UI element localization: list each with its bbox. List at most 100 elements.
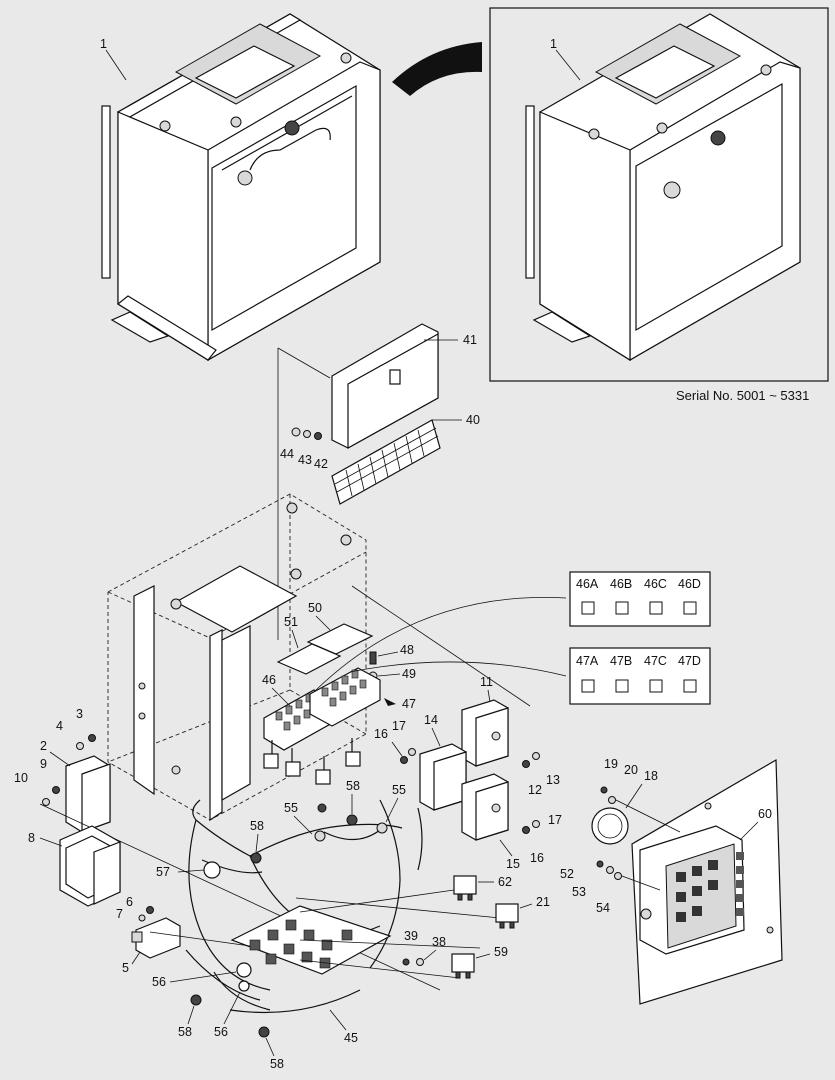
washer-44 [291, 427, 301, 437]
fuse-46b-label: 46B [610, 577, 632, 591]
callout-59: 59 [494, 945, 508, 959]
module-8 [59, 825, 121, 907]
fuse-46a-label: 46A [576, 577, 599, 591]
callout-16b: 16 [530, 851, 544, 865]
fuse-46c-label: 46C [644, 577, 667, 591]
callout-38: 38 [432, 935, 446, 949]
callout-19: 19 [604, 757, 618, 771]
callout-9: 9 [40, 757, 47, 771]
fuse-icon [581, 601, 697, 615]
bolt-48 [369, 651, 377, 665]
callout-5: 5 [122, 961, 129, 975]
callout-8: 8 [28, 831, 35, 845]
label-51 [276, 643, 342, 675]
callout-41: 41 [463, 333, 477, 347]
fuse-47b-label: 47B [610, 654, 632, 668]
callout-58a: 58 [250, 819, 264, 833]
callout-44: 44 [280, 447, 294, 461]
callout-16a: 16 [374, 727, 388, 741]
callout-56b: 56 [214, 1025, 228, 1039]
callout-51: 51 [284, 615, 298, 629]
washer-43 [303, 430, 311, 438]
callout-14: 14 [424, 713, 438, 727]
wire-connectors [263, 738, 361, 785]
buzzer-18 [591, 807, 629, 845]
fuse-46d-label: 46D [678, 577, 701, 591]
callout-55a: 55 [284, 801, 298, 815]
wiring-harness-45 [185, 799, 423, 1014]
callout-53: 53 [572, 885, 586, 899]
callout-15: 15 [506, 857, 520, 871]
callout-42: 42 [314, 457, 328, 471]
callout-6: 6 [126, 895, 133, 909]
callout-56a: 56 [152, 975, 166, 989]
callout-10: 10 [14, 771, 28, 785]
bolt-42 [314, 432, 322, 440]
callout-21: 21 [536, 895, 550, 909]
serial-note: Serial No. 5001 ~ 5331 [676, 388, 809, 403]
fuse-box-47 [309, 667, 381, 727]
connector-5 [131, 917, 181, 959]
callout-4: 4 [56, 719, 63, 733]
callout-17a: 17 [392, 719, 406, 733]
callout-58c: 58 [178, 1025, 192, 1039]
callout-62: 62 [498, 875, 512, 889]
callout-52: 52 [560, 867, 574, 881]
relay-62 [453, 875, 477, 901]
callout-2: 2 [40, 739, 47, 753]
callout-7: 7 [116, 907, 123, 921]
vent-icon [663, 181, 681, 199]
lower-cabinet-panels [133, 502, 352, 822]
callout-55b: 55 [392, 783, 406, 797]
fuse-47a-label: 47A [576, 654, 599, 668]
callout-12: 12 [528, 783, 542, 797]
control-box-cabinet-variant [525, 13, 801, 362]
knob-icon [284, 120, 300, 136]
fuse-47c-label: 47C [644, 654, 667, 668]
callout-3: 3 [76, 707, 83, 721]
callout-47: 47 [402, 697, 416, 711]
relay-59 [451, 953, 475, 979]
callout-46: 46 [262, 673, 276, 687]
callout-48: 48 [400, 643, 414, 657]
vent-icon [237, 170, 253, 186]
relay-15 [461, 773, 509, 841]
callout-54: 54 [596, 901, 610, 915]
callout-39: 39 [404, 929, 418, 943]
callout-17b: 17 [548, 813, 562, 827]
bracket-41 [331, 323, 439, 450]
fuse-set-47-box: 47A 47B 47C 47D [569, 647, 711, 705]
fuse-icon [581, 679, 697, 693]
callout-20: 20 [624, 763, 638, 777]
callout-1: 1 [100, 37, 107, 51]
relay-14 [419, 743, 467, 811]
callout-58b: 58 [346, 779, 360, 793]
knob-icon [710, 130, 726, 146]
callout-50: 50 [308, 601, 322, 615]
relay-11 [461, 699, 509, 767]
callout-45: 45 [344, 1031, 358, 1045]
inset-frame [489, 7, 829, 382]
fuse-47d-label: 47D [678, 654, 701, 668]
variant-arrow [392, 42, 482, 96]
callout-60: 60 [758, 807, 772, 821]
callout-57: 57 [156, 865, 170, 879]
callout-49: 49 [402, 667, 416, 681]
control-box-cabinet [101, 13, 381, 362]
grommet-57 [203, 861, 221, 879]
callout-18: 18 [644, 769, 658, 783]
unit-2 [65, 755, 111, 833]
callout-43: 43 [298, 453, 312, 467]
controller-plate-60 [631, 758, 783, 1005]
fuse-set-46-box: 46A 46B 46C 46D [569, 571, 711, 627]
filter-40 [331, 419, 441, 505]
callout-58d: 58 [270, 1057, 284, 1071]
relay-block [230, 905, 392, 975]
callout-13: 13 [546, 773, 560, 787]
relay-21 [495, 903, 519, 929]
callout-40: 40 [466, 413, 480, 427]
callout-1-variant: 1 [550, 37, 557, 51]
clamp-56 [236, 962, 252, 978]
